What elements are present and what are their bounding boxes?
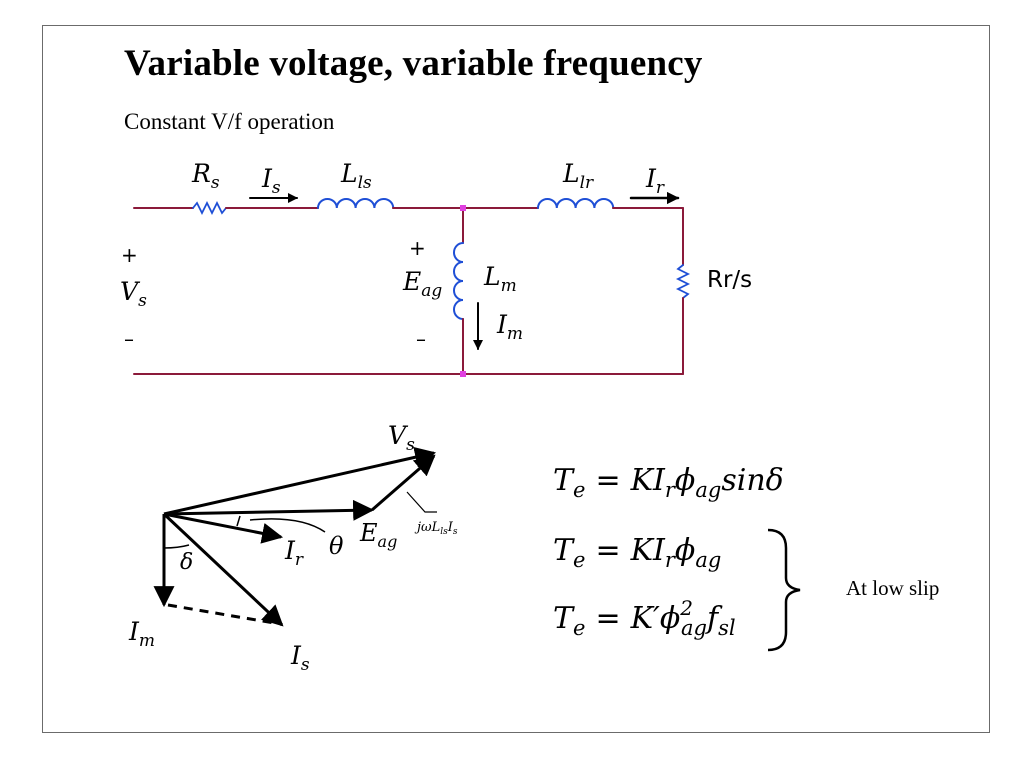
is-phasor <box>162 512 284 627</box>
torque-equation-2: Te=KIrϕag <box>553 533 721 572</box>
lls-inductor-symbol <box>317 198 395 209</box>
circuit-labels: Rs Is Lls Llr Ir + Vs – + Eag – Lm Im Rr… <box>120 159 752 351</box>
vs-label: Vs <box>120 277 147 311</box>
phasor-labels: Vs Eag jωLlsIs θ Ir δ Im Is <box>128 421 458 675</box>
slide-frame <box>42 25 990 733</box>
llr-label: Llr <box>562 159 594 193</box>
torque-equation-1: Te=KIrϕagsinδ <box>553 463 784 502</box>
phasor-theta-label: θ <box>329 532 344 560</box>
ir-phasor <box>163 512 284 544</box>
eag-minus-sign: – <box>416 327 426 351</box>
bottom-node <box>460 371 466 377</box>
delta-arc <box>163 544 190 549</box>
slide-subtitle: Constant V/f operation <box>124 109 335 134</box>
vs-plus-sign: + <box>121 243 138 267</box>
jx-leader-line <box>406 491 437 513</box>
eag-tick <box>236 515 241 527</box>
eag-label: Eag <box>402 267 442 301</box>
slide-title: Variable voltage, variable frequency <box>124 43 703 84</box>
phasor-jx-label: jωLlsIs <box>414 520 458 537</box>
low-slip-note: At low slip <box>846 576 940 600</box>
llr-inductor-symbol <box>537 198 615 209</box>
phasor-im-label: Im <box>128 617 155 651</box>
lm-inductor-symbol <box>453 242 464 320</box>
phasor-eag-label: Eag <box>359 519 397 551</box>
eag-phasor <box>163 499 375 521</box>
rs-label: Rs <box>191 159 220 193</box>
rs-resistor-symbol <box>192 200 227 216</box>
phasor-is-label: Is <box>290 641 310 675</box>
ir-label: Ir <box>645 164 665 198</box>
phasor-vs-label: Vs <box>388 421 415 455</box>
phasor-delta-label: δ <box>180 550 193 575</box>
eag-plus-sign: + <box>409 236 426 260</box>
vs-minus-sign: – <box>124 327 134 351</box>
ir-dashed-line <box>167 603 275 625</box>
im-label: Im <box>496 310 523 344</box>
top-node <box>460 205 466 211</box>
phasor-diagram <box>153 446 437 627</box>
low-slip-brace <box>767 528 801 652</box>
lm-label: Lm <box>483 262 517 296</box>
theta-arc <box>249 518 326 533</box>
is-label: Is <box>261 164 281 198</box>
lls-label: Lls <box>340 159 372 193</box>
phasor-ir-label: Ir <box>284 536 304 570</box>
rr-resistor-symbol <box>675 264 691 299</box>
rr-label: Rr/s <box>707 267 752 293</box>
vs-phasor <box>163 446 437 516</box>
jx-drop-phasor <box>371 454 436 512</box>
equivalent-circuit <box>133 191 691 377</box>
